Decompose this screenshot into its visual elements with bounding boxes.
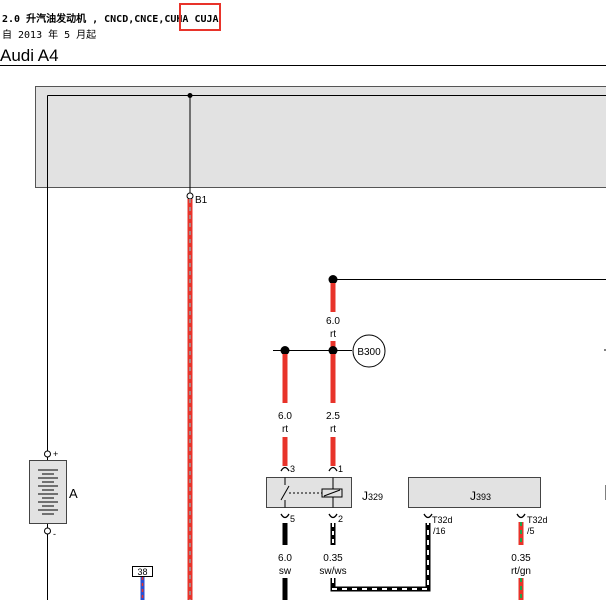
wire-swws-size: 0.35 <box>323 553 343 564</box>
ref-38-box <box>132 566 153 577</box>
battery-body <box>29 460 67 524</box>
wire-mid-size: 2.5 <box>326 411 340 422</box>
b300-label: B300 <box>357 347 381 358</box>
upper-junction <box>328 275 338 284</box>
b300-junction-right <box>328 346 338 355</box>
swws-route-stripe <box>332 523 429 590</box>
t32d16-marker <box>423 513 433 519</box>
pin3-label: 3 <box>290 464 295 474</box>
battery-plus-terminal <box>44 450 51 458</box>
wire-rtgn-color: rt/gn <box>511 566 531 577</box>
wire-sw-size: 6.0 <box>278 553 292 564</box>
wire-sw-color: sw <box>279 566 292 577</box>
relay-switch <box>280 485 290 501</box>
battery-minus: - <box>53 529 56 539</box>
b1-label: B1 <box>195 195 208 206</box>
ecu-label: J393 <box>470 489 491 503</box>
t32d16-b: /16 <box>433 526 446 536</box>
battery-plus: + <box>53 449 58 459</box>
pin5-label: 5 <box>290 514 295 524</box>
pin1-marker <box>328 466 338 472</box>
relay-label: J329 <box>362 489 383 503</box>
battery-label: A <box>69 486 78 501</box>
pin5-marker <box>280 513 290 519</box>
b300-circle <box>352 334 386 368</box>
b1-terminal <box>186 192 194 200</box>
ecu-j393-box <box>408 477 541 508</box>
pin2-label: 2 <box>338 514 343 524</box>
t32d16-a: T32d <box>432 515 453 525</box>
swws-wire-route <box>330 523 431 592</box>
page-title: Audi A4 <box>0 46 59 65</box>
wire-swws-color: sw/ws <box>319 566 346 577</box>
pin3-marker <box>280 466 290 472</box>
highlight-box <box>179 3 221 31</box>
wire-top-color: rt <box>330 329 336 340</box>
engine-list: 2.0 升汽油发动机 , CNCD,CNCE,CUHA <box>2 14 189 25</box>
t32d5-a: T32d <box>527 515 548 525</box>
engine-line: 2.0 升汽油发动机 , CNCD,CNCE,CUHA CUJA <box>2 10 219 25</box>
since-date: 自 2013 年 5 月起 <box>2 30 97 41</box>
t32d5-b: /5 <box>527 526 535 536</box>
pin1-label: 1 <box>338 464 343 474</box>
pin2-marker <box>328 513 338 519</box>
b300-junction-left <box>280 346 290 355</box>
relay-coil-diag <box>323 489 341 497</box>
battery-cells <box>38 469 58 515</box>
engine-highlight: CUJA <box>194 14 219 25</box>
wire-mid-color: rt <box>330 424 336 435</box>
battery-minus-terminal <box>44 527 51 535</box>
wire-top-size: 6.0 <box>326 316 340 327</box>
t32d5-marker <box>516 513 526 519</box>
wire-left-size: 6.0 <box>278 411 292 422</box>
wire-left-color: rt <box>282 424 288 435</box>
fuse-box <box>35 86 606 188</box>
ref-38: 38 <box>137 567 147 577</box>
wire-rtgn-size: 0.35 <box>511 553 531 564</box>
